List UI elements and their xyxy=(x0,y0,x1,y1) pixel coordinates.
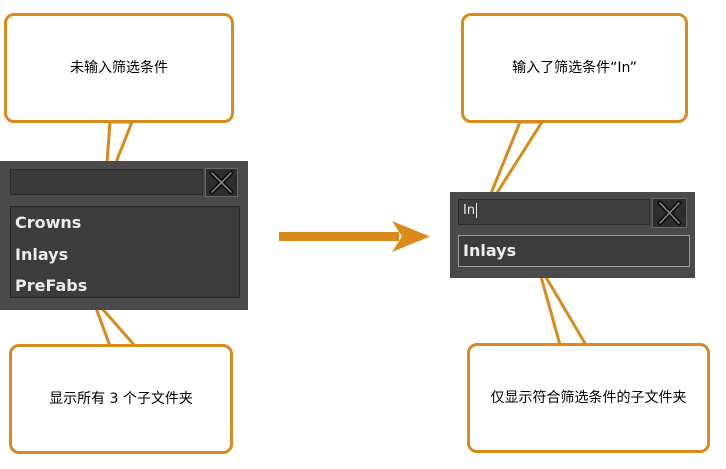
filter-input[interactable] xyxy=(10,169,203,195)
filter-input[interactable]: In xyxy=(458,199,650,225)
callout-all-subfolders: 显示所有 3 个子文件夹 xyxy=(9,344,233,454)
close-x-icon xyxy=(209,170,234,195)
filter-input-value: In xyxy=(463,203,476,218)
subfolder-list: Inlays xyxy=(458,235,690,267)
callout-text: 显示所有 3 个子文件夹 xyxy=(49,391,193,407)
callout-matching-subfolders: 仅显示符合筛选条件的子文件夹 xyxy=(467,343,710,453)
close-x-icon xyxy=(657,200,682,226)
callout-text: 未输入筛选条件 xyxy=(70,60,168,76)
callout-no-filter: 未输入筛选条件 xyxy=(4,13,234,123)
clear-filter-button[interactable] xyxy=(205,168,238,197)
arrow-right-icon xyxy=(279,221,430,252)
clear-filter-button[interactable] xyxy=(652,198,687,228)
list-item[interactable]: PreFabs xyxy=(15,276,88,295)
list-item[interactable]: Inlays xyxy=(15,245,69,264)
text-cursor xyxy=(476,203,478,218)
folder-panel-unfiltered: Crowns Inlays PreFabs xyxy=(0,161,248,310)
callout-text: 输入了筛选条件“In” xyxy=(512,60,637,76)
subfolder-list: Crowns Inlays PreFabs xyxy=(10,206,240,298)
callout-text: 仅显示符合筛选条件的子文件夹 xyxy=(490,390,687,406)
list-item[interactable]: Inlays xyxy=(463,241,517,260)
callout-filter-entered: 输入了筛选条件“In” xyxy=(461,13,688,123)
folder-panel-filtered: In Inlays xyxy=(450,192,695,278)
list-item[interactable]: Crowns xyxy=(15,213,82,232)
